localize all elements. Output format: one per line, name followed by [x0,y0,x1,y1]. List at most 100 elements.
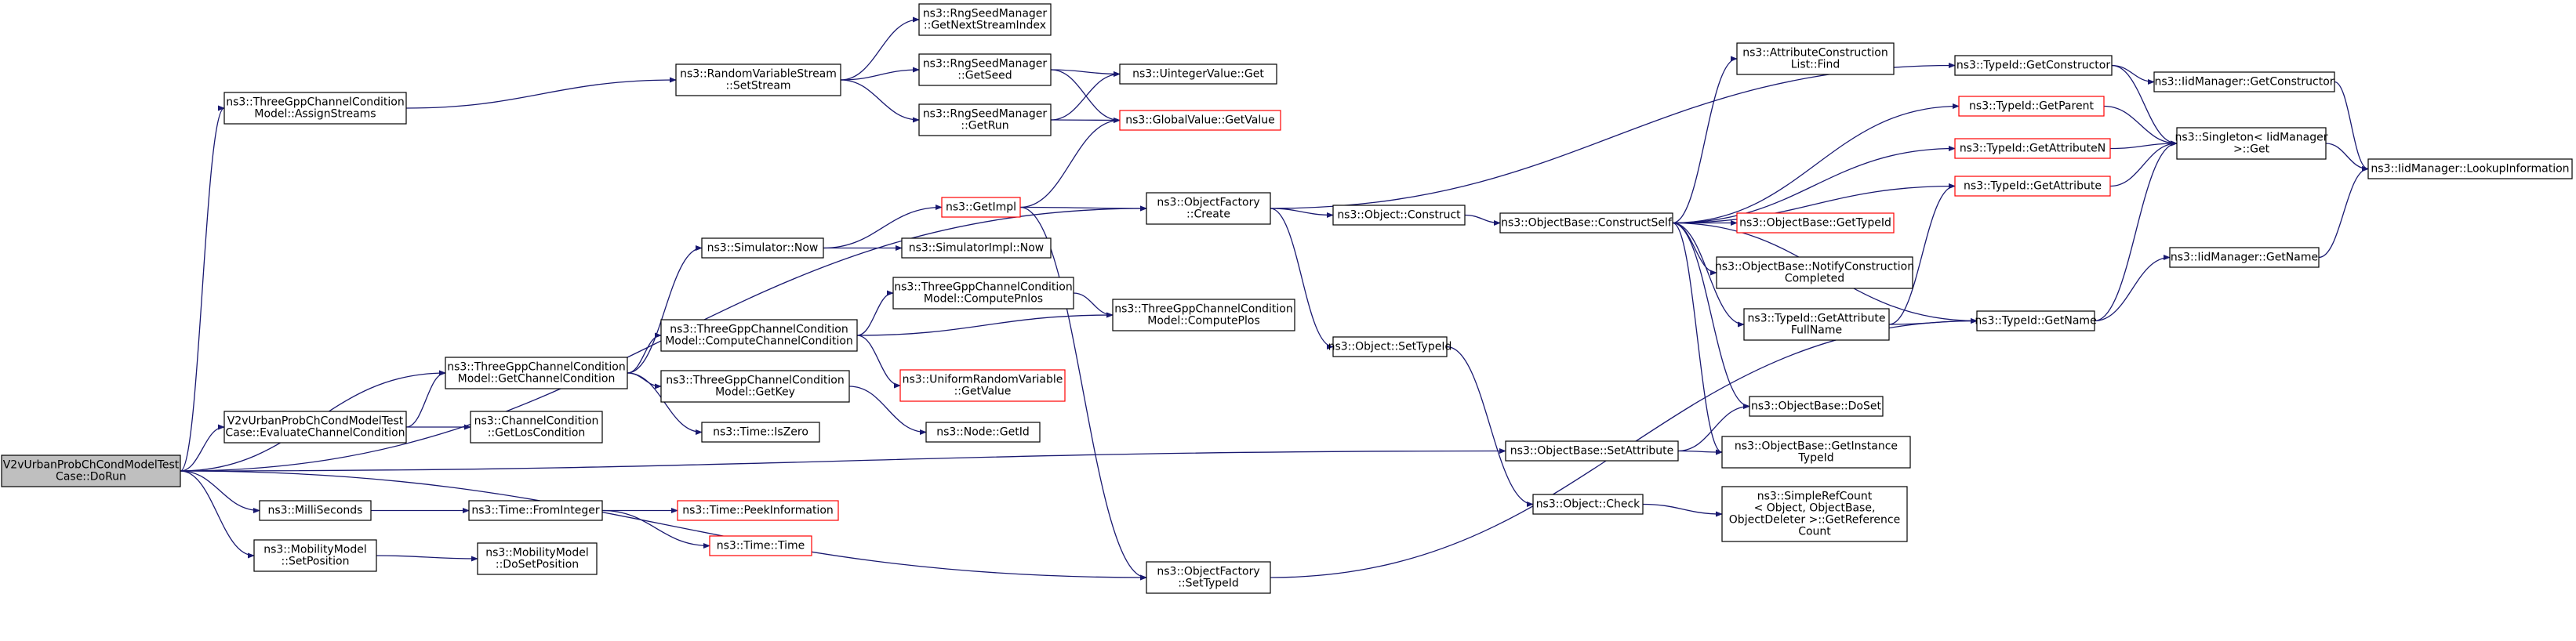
node-singleton-get[interactable]: ns3::Singleton< IidManager>::Get [2175,127,2328,160]
node-ob-notify[interactable]: ns3::ObjectBase::NotifyConstructionCompl… [1715,256,1914,289]
node-iid-lookup[interactable]: ns3::IidManager::LookupInformation [2367,158,2573,179]
node-tid-getparent[interactable]: ns3::TypeId::GetParent [1958,96,2105,117]
node-label: ::GetRun [961,120,1008,132]
edge-time-fromint-to-time-time [601,509,710,549]
node-obj-settypeid[interactable]: ns3::Object::SetTypeId [1328,336,1452,357]
node-label: ns3::UintegerValue::Get [1132,68,1264,81]
node-time-iszero[interactable]: ns3::Time::IsZero [701,422,820,443]
node-box [660,370,850,403]
node-obj-construct[interactable]: ns3::Object::Construct [1332,205,1466,226]
node-box [1954,55,2113,76]
node-box [1721,486,1908,542]
node-node-getid[interactable]: ns3::Node::GetId [925,422,1041,443]
edge-tgcm-computecc-to-urv-get [856,335,901,389]
node-box [701,422,820,443]
edge-getimpl-to-of-create [1019,205,1147,212]
node-tgcm-getcc[interactable]: ns3::ThreeGppChannelConditionModel::GetC… [445,357,628,389]
node-tgcm-pnlos[interactable]: ns3::ThreeGppChannelConditionModel::Comp… [892,277,1074,310]
edge-tid-getattrn-to-singleton-get [2109,140,2178,150]
node-mm-dosetpos[interactable]: ns3::MobilityModel::DoSetPosition [477,542,598,575]
node-label: Case::DoRun [56,471,126,483]
node-label: ns3::Time::IsZero [713,426,808,439]
node-label: ns3::Singleton< IidManager [2175,132,2328,144]
node-of-settypeid[interactable]: ns3::ObjectFactory::SetTypeId [1146,561,1271,594]
node-label: ns3::TypeId::GetName [1975,315,2096,328]
node-iid-getname[interactable]: ns3::IidManager::GetName [2169,247,2320,268]
node-global-get[interactable]: ns3::GlobalValue::GetValue [1119,110,1281,131]
node-box [925,422,1041,443]
node-iid-getctor[interactable]: ns3::IidManager::GetConstructor [2153,71,2335,92]
node-rsm-getseed[interactable]: ns3::RngSeedManager::GetSeed [918,53,1052,86]
edge-tid-getattrfull-to-tid-getattr [1888,183,1956,325]
node-box [223,92,407,125]
node-ob-doset[interactable]: ns3::ObjectBase::DoSet [1749,396,1884,417]
node-box [2153,71,2335,92]
node-box [1716,256,1913,289]
node-ob-constructself[interactable]: ns3::ObjectBase::ConstructSelf [1499,212,1673,234]
node-obj-check[interactable]: ns3::Object::Check [1532,494,1644,515]
node-uint-get[interactable]: ns3::UintegerValue::Get [1119,63,1277,85]
node-box [1119,63,1277,85]
node-layer: V2vUrbanProbChCondModelTestCase::DoRunns… [1,3,2573,594]
node-tid-getname[interactable]: ns3::TypeId::GetName [1975,310,2097,331]
node-label: ns3::ChannelCondition [474,415,599,428]
edge-tgcm-getcc-to-sim-now [627,244,703,374]
node-time-fromint[interactable]: ns3::Time::FromInteger [468,500,603,521]
edge-obj-settypeid-to-obj-check [1446,346,1534,508]
node-srefcount[interactable]: ns3::SimpleRefCount< Object, ObjectBase,… [1721,486,1908,542]
node-label: ns3::ThreeGppChannelCondition [226,96,405,109]
node-milliseconds[interactable]: ns3::MilliSeconds [259,500,372,521]
node-box [675,63,841,96]
node-time-time[interactable]: ns3::Time::Time [709,535,812,556]
node-box [918,3,1052,36]
node-time-peek[interactable]: ns3::Time::PeekInformation [677,500,839,521]
node-box [941,197,1021,218]
node-tid-getattr[interactable]: ns3::TypeId::GetAttribute [1954,176,2111,197]
node-tgcm-plos[interactable]: ns3::ThreeGppChannelConditionModel::Comp… [1112,299,1295,331]
node-ob-setattr[interactable]: ns3::ObjectBase::SetAttribute [1505,440,1679,462]
node-rsm-nextstream[interactable]: ns3::RngSeedManager::GetNextStreamIndex [918,3,1052,36]
node-rsm-getrun[interactable]: ns3::RngSeedManager::GetRun [918,103,1052,136]
node-simimpl-now[interactable]: ns3::SimulatorImpl::Now [901,237,1052,259]
node-tgcm-getkey[interactable]: ns3::ThreeGppChannelConditionModel::GetK… [660,370,850,403]
node-mm-setpos[interactable]: ns3::MobilityModel::SetPosition [253,539,377,572]
node-label: ::GetSeed [957,70,1012,82]
node-v2v-eval[interactable]: V2vUrbanProbChCondModelTestCase::Evaluat… [223,411,407,444]
node-box [1146,192,1271,225]
node-sim-now[interactable]: ns3::Simulator::Now [701,237,824,259]
node-rvs-setstream[interactable]: ns3::RandomVariableStream::SetStream [675,63,841,96]
node-label: ns3::TypeId::GetAttribute [1964,180,2102,193]
node-ob-gettypeid[interactable]: ns3::ObjectBase::GetTypeId [1736,212,1895,234]
node-label: ns3::ObjectFactory [1157,566,1259,578]
node-box [2367,158,2573,179]
node-label: ns3::ThreeGppChannelCondition [447,361,626,374]
node-label: Case::EvaluateChannelCondition [225,427,405,440]
node-box [701,237,824,259]
node-tgcm-assign[interactable]: ns3::ThreeGppChannelConditionModel::Assi… [223,92,407,125]
node-tgcm-computecc[interactable]: ns3::ThreeGppChannelConditionModel::Comp… [660,319,858,352]
node-box [1954,176,2111,197]
node-label: ns3::ObjectBase::GetTypeId [1739,217,1891,230]
node-label: Model::AssignStreams [254,108,376,121]
edge-iid-getname-to-iid-lookup [2318,165,2369,259]
node-urv-get[interactable]: ns3::UniformRandomVariable::GetValue [899,369,1066,402]
node-tid-getctor[interactable]: ns3::TypeId::GetConstructor [1954,55,2113,76]
edge-root-to-of-settypeid [180,470,1147,581]
node-getimpl[interactable]: ns3::GetImpl [941,197,1021,218]
node-tid-getattrn[interactable]: ns3::TypeId::GetAttributeN [1954,138,2111,159]
node-label: ns3::ObjectBase::DoSet [1751,400,1881,413]
edge-root-to-milliseconds [180,470,260,514]
node-box [677,500,839,521]
node-label: ns3::Time::Time [717,540,805,552]
edge-getimpl-to-global-get [1019,117,1121,208]
node-cc-getlos[interactable]: ns3::ChannelCondition::GetLosCondition [470,411,603,444]
node-of-create[interactable]: ns3::ObjectFactory::Create [1146,192,1271,225]
edge-root-to-ob-setattr [180,447,1506,472]
node-label: ns3::ObjectBase::NotifyConstruction [1715,261,1914,273]
node-label: ObjectDeleter >::GetReference [1729,514,1900,527]
edge-tgcm-getcc-to-time-iszero [627,372,703,436]
